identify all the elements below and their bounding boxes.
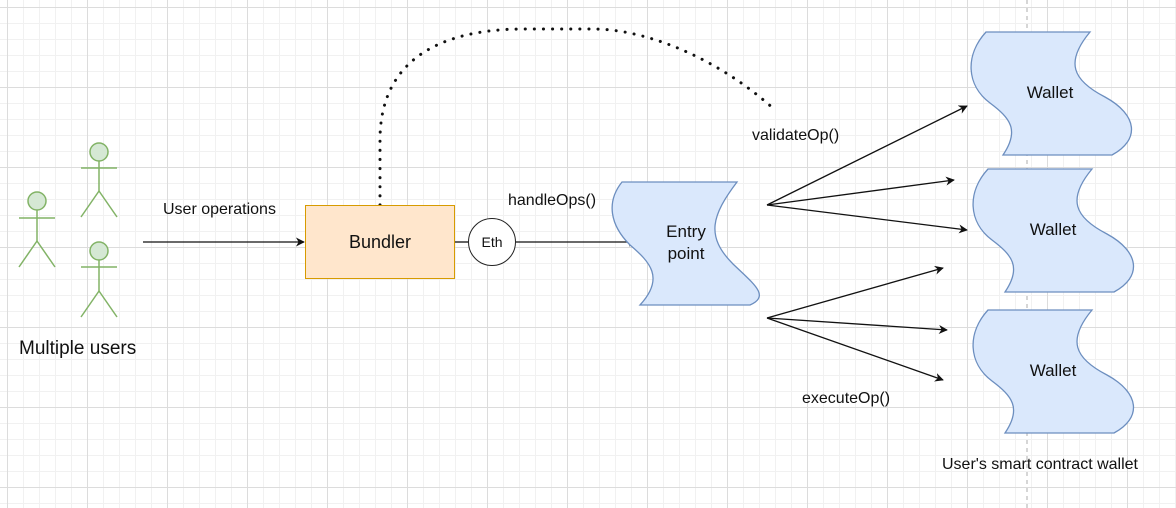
wallet-shape-1[interactable] — [970, 31, 1133, 156]
handle-ops-label: handleOps() — [508, 192, 597, 209]
execute-op-arrow-2 — [766, 317, 948, 334]
user-actor-icon — [18, 191, 56, 268]
validate-op-label: validateOp() — [752, 127, 840, 144]
user-actor-icon — [80, 241, 118, 318]
user-actor-icon — [80, 142, 118, 218]
entry-point-label-line2: point — [667, 244, 705, 263]
user-operations-label: User operations — [163, 201, 276, 218]
entry-point-shape[interactable] — [611, 181, 761, 306]
validate-op-arrow-1 — [766, 105, 968, 206]
validate-op-arrow-3 — [766, 204, 968, 234]
entry-point-label-line1: Entry — [666, 222, 706, 241]
eth-label: Eth — [481, 234, 503, 250]
multiple-users-label: Multiple users — [19, 338, 137, 359]
wallet-group-label: User's smart contract wallet — [942, 456, 1138, 473]
wallet-shape-2[interactable] — [972, 168, 1135, 293]
execute-op-label: executeOp() — [802, 390, 891, 407]
validate-op-arrow-2 — [766, 176, 955, 206]
wallet-shape-3[interactable] — [972, 309, 1135, 434]
wallet-label-2: Wallet — [1029, 220, 1077, 239]
validation-dotted-path — [378, 27, 777, 207]
entry-point-label: Entry point — [646, 221, 726, 265]
bundler-label: Bundler — [348, 231, 412, 252]
execute-op-arrow-1 — [766, 265, 944, 319]
execute-op-arrow-3 — [766, 317, 944, 382]
wallet-label-1: Wallet — [1026, 83, 1074, 102]
eth-node[interactable]: Eth — [468, 218, 516, 266]
bundler-node[interactable]: Bundler — [305, 205, 455, 279]
wallet-label-3: Wallet — [1029, 361, 1077, 380]
